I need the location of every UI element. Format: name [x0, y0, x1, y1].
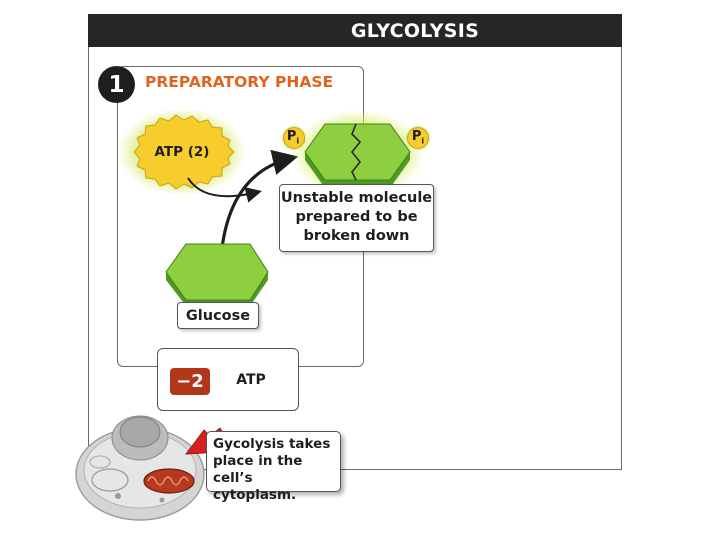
phosphate-left-icon	[280, 124, 308, 152]
cell-illustration-icon	[75, 415, 205, 521]
unstable-label-line-3: broken down	[303, 228, 410, 244]
atp-to-molecule-arrow	[187, 177, 262, 203]
glucose-to-molecule-arrow	[220, 149, 299, 249]
atp-input-starburst-icon	[118, 108, 246, 196]
unstable-label-line-1: Unstable molecule	[280, 190, 433, 206]
cytoplasm-callout: Gycolysis takes place in the cell’s cyto…	[206, 431, 341, 503]
atp-input-label: ATP (2)	[154, 144, 210, 160]
phase-label: PREPARATORY PHASE	[141, 73, 338, 91]
phosphate-left-label: Pi	[286, 129, 300, 146]
unstable-molecule-icon	[292, 110, 424, 198]
glucose-hexagon-icon	[165, 243, 269, 306]
atp-net-label: ATP	[236, 372, 266, 388]
page-title: GLYCOLYSIS	[350, 19, 480, 42]
title-bar: GLYCOLYSIS	[88, 14, 622, 47]
atp-change-badge: −2	[170, 368, 210, 395]
atp-burst-shape	[133, 114, 235, 190]
phosphate-right-icon	[404, 124, 432, 152]
mitochondrion	[143, 468, 195, 494]
phosphate-right-label: Pi	[411, 129, 425, 146]
unstable-molecule-label: Unstable molecule prepared to be broken …	[279, 184, 434, 252]
glucose-label: Glucose	[177, 302, 259, 329]
callout-line-2: place in the cell’s	[213, 453, 303, 486]
unstable-label-line-2: prepared to be	[295, 209, 418, 225]
callout-line-3: cytoplasm.	[213, 487, 297, 503]
step-number: 1	[98, 66, 135, 103]
callout-line-1: Gycolysis takes	[213, 436, 331, 452]
